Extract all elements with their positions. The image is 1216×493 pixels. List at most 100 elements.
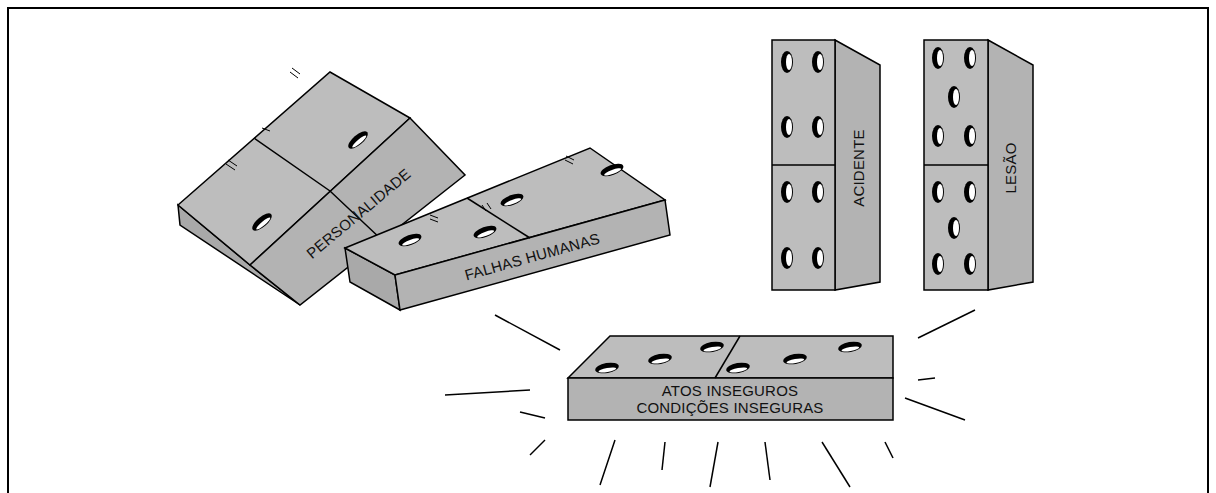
sketch-mark — [292, 68, 300, 74]
domino-label-box: ATOS INSEGUROSCONDIÇÕES INSEGURAS — [570, 379, 890, 419]
sketch-mark — [290, 72, 298, 78]
impact-line — [710, 442, 718, 487]
domino-pip — [599, 161, 625, 179]
pip-highlight — [604, 167, 622, 177]
domino-pip — [781, 247, 793, 269]
impact-line — [822, 442, 850, 487]
pip-highlight — [651, 357, 669, 364]
domino-pip — [782, 352, 807, 366]
pip-highlight — [504, 197, 522, 207]
domino-label-box: ACIDENTE — [847, 83, 869, 253]
sketch-mark — [565, 160, 573, 164]
domino-label: ATOS INSEGUROS — [662, 382, 798, 399]
pip-highlight — [817, 184, 823, 200]
domino-divider — [254, 138, 382, 240]
domino-divider — [924, 164, 988, 166]
frame-border — [8, 8, 1208, 493]
sketch-mark — [430, 219, 438, 222]
pip-highlight — [937, 50, 943, 66]
pip-highlight — [841, 345, 859, 352]
sketch-mark — [487, 203, 491, 209]
sketch-mark — [226, 164, 235, 170]
pip-highlight — [402, 237, 420, 247]
domino-label: CONDIÇÕES INSEGURAS — [636, 399, 823, 416]
domino-top-face — [568, 336, 893, 378]
domino-front-face — [568, 378, 893, 420]
domino-pip — [812, 51, 824, 73]
impact-lines — [445, 310, 975, 487]
domino-front-face — [924, 40, 988, 290]
pip-highlight — [969, 128, 975, 144]
pip-highlight — [817, 119, 823, 135]
domino-pip — [812, 116, 824, 138]
sketch-mark — [430, 215, 438, 218]
pip-highlight — [969, 184, 975, 200]
impact-line — [530, 440, 545, 455]
domino-pip — [781, 51, 793, 73]
domino-pip — [812, 247, 824, 269]
sketch-mark — [482, 205, 486, 211]
pip-highlight — [817, 54, 823, 70]
domino-pip — [812, 181, 824, 203]
domino-pip — [964, 125, 976, 147]
pip-highlight — [255, 216, 271, 231]
pip-highlight — [786, 184, 792, 200]
pip-highlight — [786, 250, 792, 266]
domino-pip — [499, 191, 525, 209]
pip-highlight — [817, 250, 823, 266]
pip-highlight — [953, 89, 959, 105]
domino-front-face — [772, 40, 835, 290]
impact-line — [765, 442, 770, 480]
domino-side-face — [988, 40, 1033, 290]
domino-pip — [781, 116, 793, 138]
impact-line — [918, 310, 975, 338]
domino-side-face — [835, 40, 880, 290]
pip-highlight — [969, 50, 975, 66]
pip-highlight — [953, 220, 959, 236]
domino-pips — [250, 47, 976, 375]
pip-highlight — [729, 366, 747, 373]
pip-highlight — [598, 366, 616, 373]
domino-pip — [699, 340, 724, 354]
sketch-mark — [228, 160, 237, 166]
pip-highlight — [786, 357, 804, 364]
domino-pip — [932, 253, 944, 275]
domino-pip — [932, 47, 944, 69]
impact-line — [520, 412, 545, 418]
domino-label-box: LESÃO — [999, 83, 1021, 253]
impact-line — [445, 390, 530, 395]
domino-label: ACIDENTE — [850, 129, 867, 206]
domino-pip — [964, 47, 976, 69]
pip-highlight — [969, 256, 975, 272]
pip-highlight — [786, 119, 792, 135]
domino-pip — [948, 86, 960, 108]
impact-line — [662, 442, 665, 470]
pip-highlight — [351, 134, 367, 149]
domino-divider — [772, 164, 835, 166]
domino-pip — [837, 340, 862, 354]
sketch-mark — [566, 156, 574, 160]
domino-pip — [932, 181, 944, 203]
domino-pip — [250, 210, 275, 233]
domino-label: LESÃO — [1002, 142, 1019, 193]
pip-highlight — [786, 54, 792, 70]
domino-pip — [594, 361, 619, 375]
pip-highlight — [937, 128, 943, 144]
impact-line — [495, 315, 560, 350]
sketch-mark — [262, 128, 270, 131]
domino-side-face — [395, 200, 670, 310]
domino-pip — [346, 128, 371, 151]
sketch-marks — [226, 68, 574, 222]
domino-pip — [647, 352, 672, 366]
domino-pip — [781, 181, 793, 203]
pip-highlight — [703, 345, 721, 352]
domino-pip — [725, 361, 750, 375]
impact-line — [885, 442, 893, 458]
impact-line — [918, 378, 935, 380]
domino-pip — [472, 223, 498, 241]
domino-pip — [964, 181, 976, 203]
pip-highlight — [477, 229, 495, 239]
domino-pip — [948, 217, 960, 239]
